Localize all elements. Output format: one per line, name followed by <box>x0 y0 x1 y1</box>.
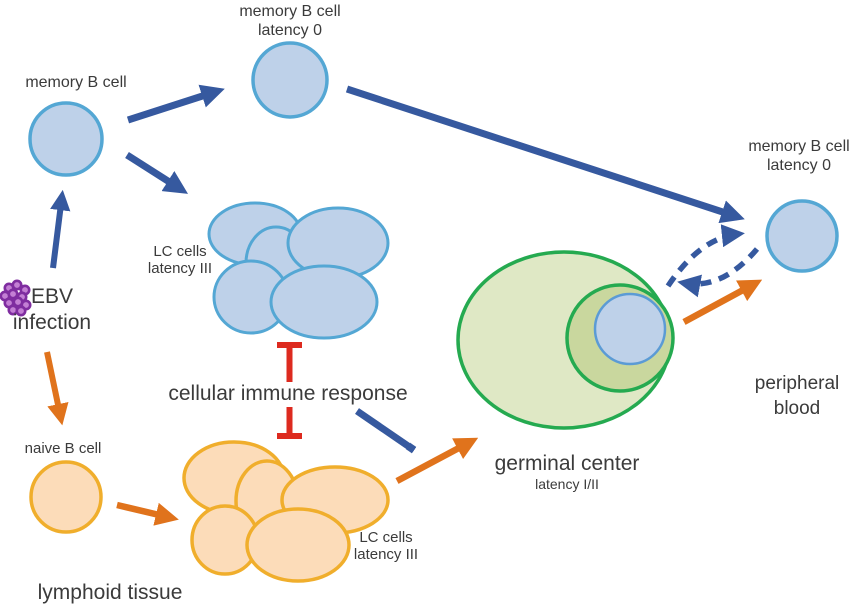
dashed-arrow-to-peripheral <box>665 224 745 288</box>
label-line: blood <box>773 397 821 419</box>
label-peripheral-blood: peripheral blood <box>755 372 840 421</box>
label-line: germinal center <box>494 452 640 475</box>
memory-b-cell-right-circle <box>765 199 839 273</box>
label-line: LC cells <box>359 529 413 546</box>
label-lc-cells-blue: LC cells latency III <box>148 243 212 278</box>
arrow-ebv-to-naive <box>44 351 69 426</box>
memory-b-cell-top-circle <box>251 41 329 119</box>
arrow-memory-to-lc-cells <box>125 152 189 194</box>
arrow-memory-to-latency0 <box>126 84 225 124</box>
arrow-latency0-to-peripheral <box>345 85 745 224</box>
arrow-germinal-to-peripheral <box>682 279 763 325</box>
label-germinal-center: germinal center latency I/II <box>495 452 640 493</box>
memory-b-cell-left-circle <box>28 101 104 177</box>
dashed-arrow-to-germinal-center <box>677 247 760 298</box>
label-line: memory B cell <box>239 3 341 20</box>
label-line: peripheral <box>754 373 840 394</box>
ebv-virus-icon <box>0 279 32 317</box>
naive-b-cell-circle <box>29 460 103 534</box>
label-line: latency 0 <box>257 21 323 39</box>
label-memory-b-cell-top: memory B cell latency 0 <box>239 3 340 40</box>
label-memory-b-cell-right: memory B cell latency 0 <box>748 138 849 175</box>
label-line: LC cells <box>153 243 207 260</box>
label-line: latency III <box>353 546 419 564</box>
label-line: infection <box>12 311 92 335</box>
label-naive-b-cell: naive B cell <box>24 440 102 457</box>
label-line: EBV <box>30 285 74 308</box>
orange-cell-ellipse <box>245 507 351 583</box>
lc-cells-blue-cluster <box>207 201 390 340</box>
arrow-naive-to-lc-cells <box>116 501 179 526</box>
lc-cells-orange-cluster <box>182 440 390 583</box>
germinal-center-group <box>456 250 675 430</box>
label-lymphoid-tissue: lymphoid tissue <box>37 581 183 604</box>
label-line: memory B cell <box>748 138 850 155</box>
label-ebv-infection: EBV infection <box>13 284 91 337</box>
arrow-lc-to-germinal-center <box>395 437 479 484</box>
arrow-ebv-to-memory <box>50 189 71 269</box>
label-memory-b-cell-left: memory B cell <box>25 74 127 91</box>
label-lc-cells-orange: LC cells latency III <box>354 529 418 564</box>
label-cellular-immune-response: cellular immune response <box>168 382 408 405</box>
label-line: latency 0 <box>766 156 832 174</box>
label-line: latency I/II <box>535 476 599 493</box>
inhibit-bar-cellular-immune-response <box>277 342 302 439</box>
blue-cell-ellipse <box>269 264 379 340</box>
label-line: latency III <box>147 260 213 278</box>
inhibit-bar-germinal-center-path <box>355 408 417 454</box>
germinal-center-b-cell <box>593 292 667 366</box>
